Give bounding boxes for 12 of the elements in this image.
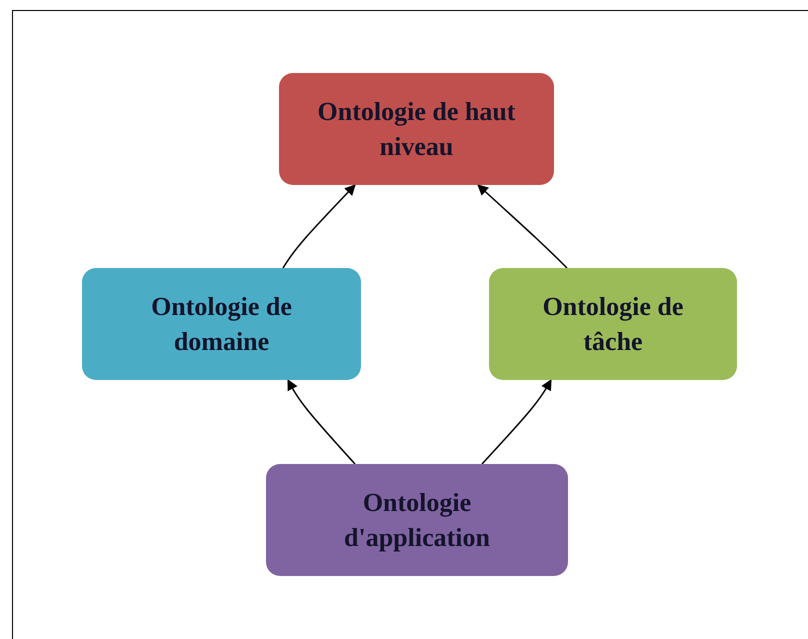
box-label: Ontologie de tâche [542, 290, 684, 358]
arrow [282, 184, 356, 268]
box-label: Ontologie de domaine [150, 290, 293, 358]
ontology-box [489, 268, 737, 380]
arrow [481, 379, 552, 464]
arrow [477, 184, 568, 269]
box-label: Ontologie de haut niveau [316, 96, 516, 163]
box-label: Ontologie d'application [343, 486, 491, 554]
ontology-box [279, 73, 554, 185]
arrow [287, 379, 356, 464]
ontology-box [266, 464, 568, 576]
ontology-box [82, 268, 361, 380]
